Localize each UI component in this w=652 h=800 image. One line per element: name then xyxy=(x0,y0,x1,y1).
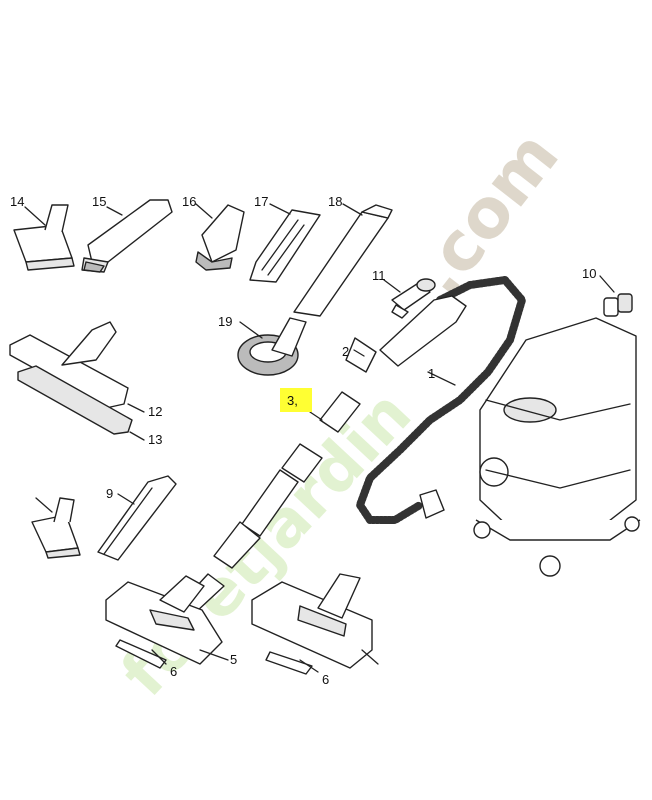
callout-1: 1 xyxy=(428,366,435,381)
crevice-nozzle-9-part xyxy=(97,475,177,561)
callout-9: 9 xyxy=(106,486,113,501)
callout-14: 14 xyxy=(10,194,24,209)
callout-15: 15 xyxy=(92,194,106,209)
callout-2: 2 xyxy=(342,344,349,359)
callout-18: 18 xyxy=(328,194,342,209)
callout-10: 10 xyxy=(582,266,596,281)
wide-floor-nozzle-part xyxy=(9,321,145,441)
leader-lines xyxy=(151,349,365,673)
callout-17: 17 xyxy=(254,194,268,209)
callout-5: 5 xyxy=(230,652,237,667)
callout-12: 12 xyxy=(148,404,162,419)
vacuum-unit-part xyxy=(473,317,641,577)
clip-part xyxy=(599,275,633,317)
callout-11: 11 xyxy=(372,268,386,283)
callout-16: 16 xyxy=(182,194,196,209)
crevice-nozzle-18-part xyxy=(293,203,393,317)
upholstery-nozzle-part xyxy=(13,204,75,271)
floor-nozzle-4-part xyxy=(251,573,379,675)
crevice-nozzle-17-part xyxy=(249,203,321,283)
callout-13: 13 xyxy=(148,432,162,447)
callout-3: 3, xyxy=(287,393,298,408)
suction-tube-part xyxy=(183,337,377,613)
small-brush-part xyxy=(195,203,245,271)
callout-6-left: 6 xyxy=(170,664,177,679)
callout-3-highlight xyxy=(280,388,312,412)
suction-hose-part xyxy=(356,276,526,524)
callout-19: 19 xyxy=(218,314,232,329)
adapter-part xyxy=(383,278,436,319)
small-nozzle-part xyxy=(31,497,81,559)
floor-nozzle-5-part xyxy=(105,575,229,669)
callout-labels: 1 2 3, 5 6 6 9 10 11 12 13 14 15 16 17 1… xyxy=(10,194,596,687)
brush-nozzle-part xyxy=(81,199,173,273)
callout-6-right: 6 xyxy=(322,672,329,687)
round-brush-part xyxy=(237,317,307,376)
